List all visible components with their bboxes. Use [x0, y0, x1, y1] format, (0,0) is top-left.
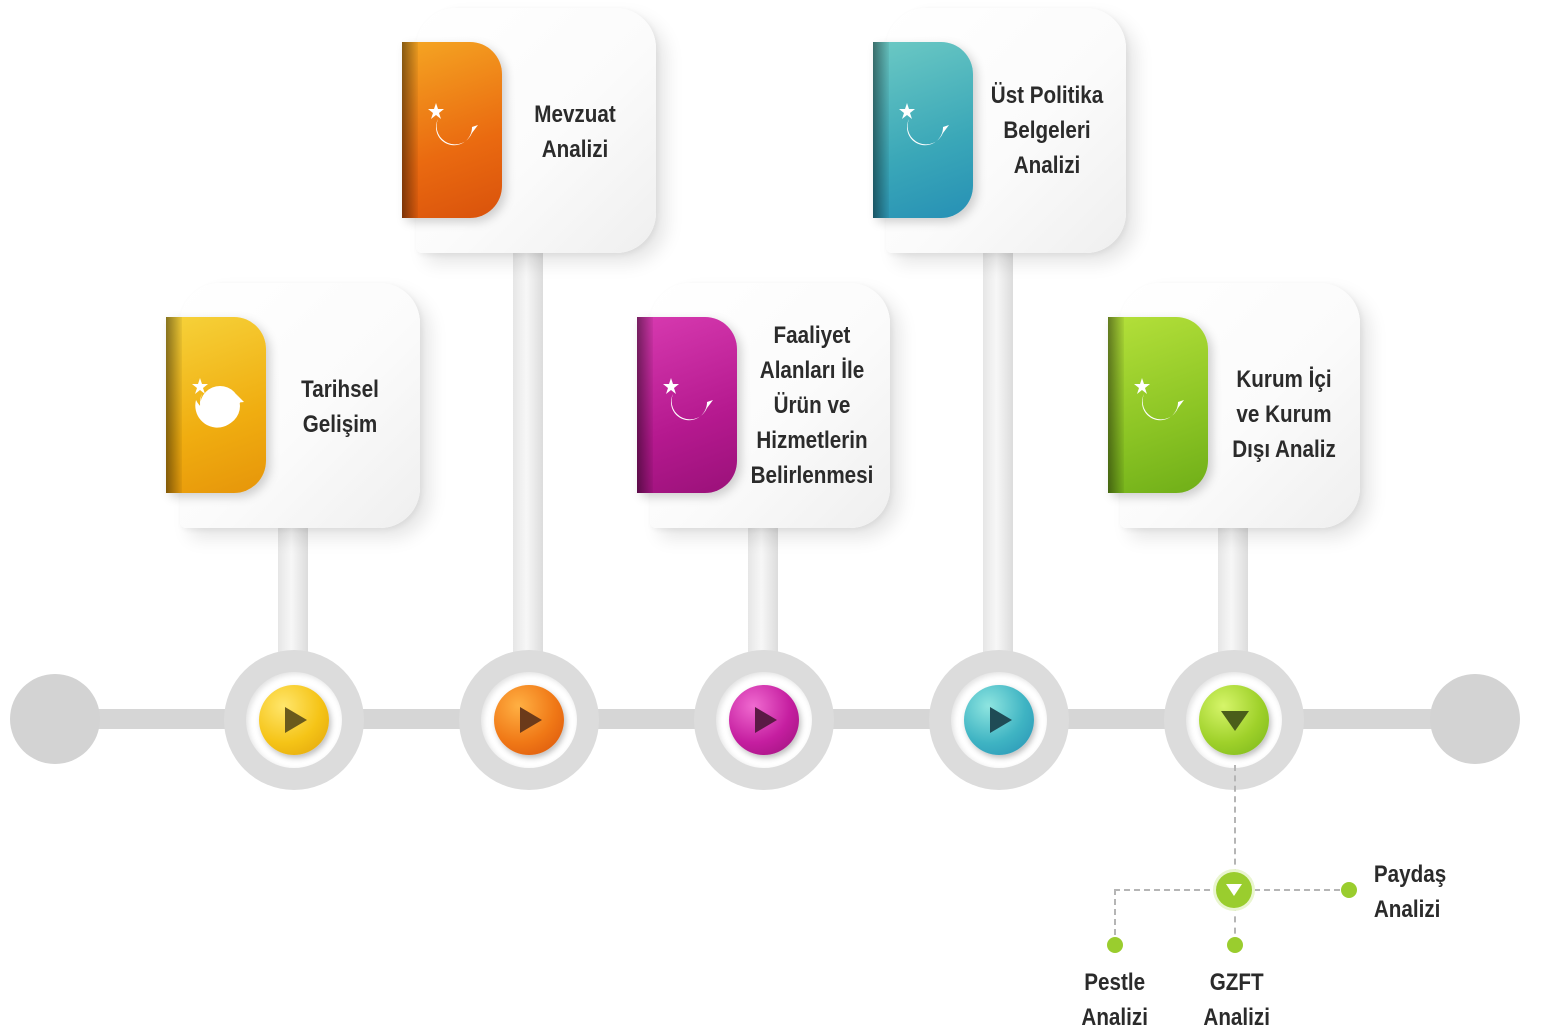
card-label-line: Belgeleri [1003, 117, 1091, 144]
sub-label-line: Paydaş [1373, 861, 1447, 888]
crescent-star-icon [192, 378, 244, 428]
play-arrow-icon [520, 707, 542, 733]
sub-label-line: GZFT [1209, 969, 1264, 996]
sub-tree-branch-left [1114, 889, 1116, 945]
card-label-ust-politika: Üst Politika Belgeleri Analizi [978, 78, 1116, 183]
crescent-star-icon [663, 378, 713, 421]
timeline-node-tarihsel[interactable] [224, 650, 364, 790]
card-tab-kurum [1108, 317, 1208, 493]
play-arrow-icon [990, 707, 1012, 733]
card-label-faaliyet: Faaliyet Alanları İle Ürün ve Hizmetleri… [743, 318, 881, 493]
card-label-line: ve Kurum [1236, 401, 1332, 428]
card-label-tarihsel: Tarihsel Gelişim [271, 372, 409, 442]
card-label-kurum: Kurum İçi ve Kurum Dışı Analiz [1215, 362, 1353, 467]
timeline-node-ust-politika[interactable] [929, 650, 1069, 790]
sub-label-line: Analizi [1081, 1004, 1148, 1031]
sub-label-paydas: Paydaş Analizi [1374, 857, 1446, 927]
timeline-start-node [10, 674, 100, 764]
sub-label-gzft: GZFT Analizi [1203, 965, 1270, 1035]
card-label-line: Dışı Analiz [1232, 436, 1336, 463]
card-label-line: Ürün ve [773, 392, 851, 419]
timeline-node-mevzuat[interactable] [459, 650, 599, 790]
card-label-line: Gelişim [302, 411, 378, 438]
card-label-line: Belirlenmesi [750, 462, 874, 489]
card-label-line: Analizi [541, 136, 609, 163]
sub-label-line: Analizi [1373, 896, 1441, 923]
card-label-line: Kurum İçi [1236, 366, 1332, 393]
card-label-line: Tarihsel [301, 376, 379, 403]
card-tab-ust-politika [873, 42, 973, 218]
sub-tree-connector [1234, 765, 1236, 875]
stem-ust-politika [983, 250, 1013, 680]
card-label-line: Analizi [1013, 152, 1081, 179]
card-tab-mevzuat [402, 42, 502, 218]
sub-label-pestle: Pestle Analizi [1081, 965, 1148, 1035]
sub-tree-hub[interactable] [1216, 872, 1252, 908]
stem-mevzuat [513, 250, 543, 680]
down-arrow-icon [1221, 711, 1249, 731]
crescent-star-icon [899, 103, 949, 146]
sub-label-line: Pestle [1084, 969, 1146, 996]
timeline-node-kurum[interactable] [1164, 650, 1304, 790]
card-label-line: Mevzuat [534, 101, 616, 128]
card-label-line: Hizmetlerin [756, 427, 868, 454]
card-label-line: Alanları İle [759, 357, 865, 384]
down-arrow-icon [1226, 884, 1242, 896]
play-arrow-icon [755, 707, 777, 733]
sub-dot-paydas [1341, 882, 1357, 898]
card-tab-tarihsel [166, 317, 266, 493]
sub-dot-pestle [1107, 937, 1123, 953]
card-label-line: Faaliyet [773, 322, 851, 349]
sub-label-line: Analizi [1203, 1004, 1270, 1031]
card-label-line: Üst Politika [990, 82, 1104, 109]
sub-tree-branch-center [1234, 905, 1236, 945]
timeline-end-node [1430, 674, 1520, 764]
timeline-node-faaliyet[interactable] [694, 650, 834, 790]
crescent-star-icon [428, 103, 478, 146]
card-label-mevzuat: Mevzuat Analizi [506, 97, 644, 167]
crescent-star-icon [1134, 378, 1184, 421]
play-arrow-icon [285, 707, 307, 733]
sub-dot-gzft [1227, 937, 1243, 953]
card-tab-faaliyet [637, 317, 737, 493]
